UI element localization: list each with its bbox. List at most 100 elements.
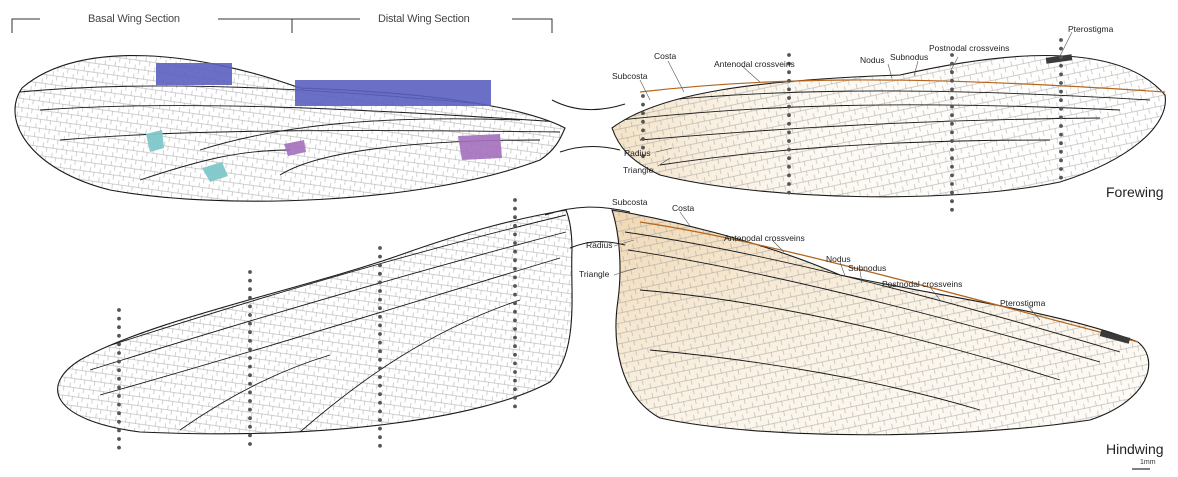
sample-dot — [248, 425, 252, 429]
sample-dot — [378, 246, 382, 250]
forewing-label-triangle: Triangle — [623, 166, 653, 175]
sample-dot — [378, 272, 382, 276]
sample-dot — [787, 105, 791, 109]
hindwing-title: Hindwing — [1106, 441, 1164, 457]
sample-dot — [513, 370, 517, 374]
hindwing-label-radius: Radius — [586, 241, 612, 250]
sample-dot — [378, 298, 382, 302]
sample-dot — [787, 96, 791, 100]
sample-dot — [378, 315, 382, 319]
sample-dot — [513, 327, 517, 331]
sample-dot — [787, 156, 791, 160]
sample-dot — [248, 442, 252, 446]
sample-dot — [117, 334, 121, 338]
sample-dot — [513, 233, 517, 237]
sample-dot — [787, 131, 791, 135]
hindwing-right — [605, 200, 1165, 445]
sample-dot — [641, 120, 645, 124]
sample-dot — [378, 341, 382, 345]
forewing-label-antenodal: Antenodal crossveins — [714, 60, 795, 69]
sample-dot — [378, 427, 382, 431]
sample-dot — [248, 287, 252, 291]
sample-dot — [950, 105, 954, 109]
sample-dot — [950, 96, 954, 100]
scale-bar-label: 1mm — [1140, 459, 1156, 466]
sample-dot — [513, 387, 517, 391]
sample-dot — [1059, 133, 1063, 137]
sample-dot — [513, 258, 517, 262]
sample-dot — [248, 365, 252, 369]
sample-dot — [950, 122, 954, 126]
sample-dot — [248, 434, 252, 438]
sample-dot — [950, 182, 954, 186]
sample-dot — [513, 362, 517, 366]
forewing-right — [600, 35, 1178, 210]
sample-dot — [513, 344, 517, 348]
sample-dot — [117, 420, 121, 424]
sample-dot — [1059, 159, 1063, 163]
sample-dot — [513, 396, 517, 400]
sample-dot — [1059, 98, 1063, 102]
sample-dot — [950, 70, 954, 74]
sample-dot — [1059, 55, 1063, 59]
sample-dot — [248, 416, 252, 420]
sample-dot — [248, 313, 252, 317]
forewing-label-costa: Costa — [654, 52, 676, 61]
sample-dot — [117, 446, 121, 450]
sample-dot — [378, 444, 382, 448]
sample-dot — [378, 384, 382, 388]
sample-dot — [1059, 176, 1063, 180]
sample-dot — [1059, 150, 1063, 154]
sample-dot — [378, 435, 382, 439]
sample-dot — [378, 306, 382, 310]
sample-dot — [378, 263, 382, 267]
sample-dot — [787, 148, 791, 152]
sample-dot — [950, 88, 954, 92]
sample-dot — [378, 281, 382, 285]
sample-dot — [1059, 167, 1063, 171]
sample-dot — [787, 113, 791, 117]
forewing-label-postnodal: Postnodal crossveins — [929, 44, 1009, 53]
sample-dot — [513, 198, 517, 202]
sample-dot — [950, 156, 954, 160]
sample-dot — [117, 343, 121, 347]
sample-dot — [513, 284, 517, 288]
sample-dot — [513, 379, 517, 383]
sample-dot — [513, 301, 517, 305]
sample-dot — [117, 394, 121, 398]
forewing-label-radius: Radius — [624, 149, 650, 158]
sample-dot — [378, 358, 382, 362]
sample-dot — [513, 353, 517, 357]
forewing-label-nodus: Nodus — [860, 56, 885, 65]
sample-dot — [513, 267, 517, 271]
sample-dot — [248, 305, 252, 309]
hindwing-label-subnodus: Subnodus — [848, 264, 886, 273]
sample-dot — [787, 70, 791, 74]
sample-dot — [117, 411, 121, 415]
sample-dot — [1059, 38, 1063, 42]
sample-dot — [950, 139, 954, 143]
forewing-label-subcosta: Subcosta — [612, 72, 647, 81]
sample-dot — [117, 308, 121, 312]
sample-dot — [513, 276, 517, 280]
sample-dot — [117, 429, 121, 433]
sample-dot — [1059, 81, 1063, 85]
sample-dot — [248, 330, 252, 334]
sample-dot — [248, 391, 252, 395]
sample-dot — [787, 174, 791, 178]
sample-dot — [378, 324, 382, 328]
hindwing-label-nodus: Nodus — [826, 255, 851, 264]
sample-dot — [248, 408, 252, 412]
sample-dot — [787, 191, 791, 195]
sample-dot — [248, 382, 252, 386]
sample-dot — [1059, 73, 1063, 77]
sample-dot — [248, 399, 252, 403]
sample-dot — [117, 403, 121, 407]
sample-dot — [378, 392, 382, 396]
hindwing-label-subcosta: Subcosta — [612, 198, 647, 207]
sample-dot — [248, 322, 252, 326]
hindwing-label-costa: Costa — [672, 204, 694, 213]
sample-dot — [248, 339, 252, 343]
sample-dot — [117, 317, 121, 321]
sample-dot — [248, 270, 252, 274]
